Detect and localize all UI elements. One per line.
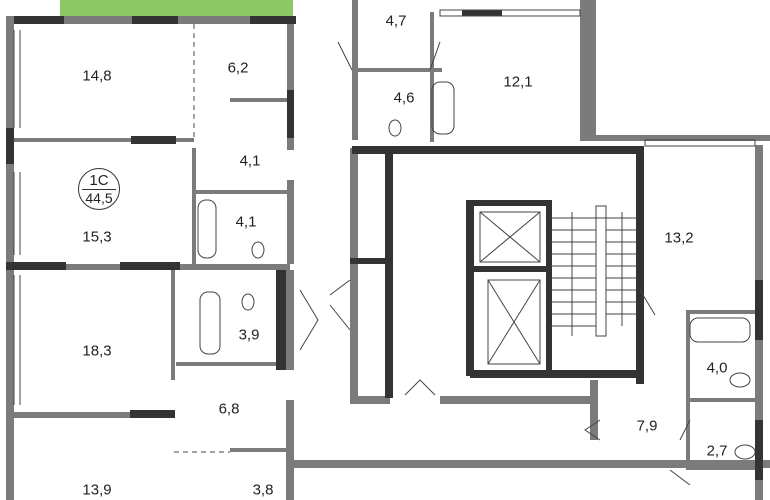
room-area-label: 18,3: [82, 342, 112, 360]
room-area-label: 2,7: [706, 442, 728, 460]
room-area-label: 6,8: [218, 400, 240, 418]
apartment-total-area: 44,5: [85, 190, 113, 206]
room-area-label: 13,9: [82, 481, 112, 499]
room-area-label: 14,8: [82, 67, 112, 85]
room-area-label: 6,2: [227, 59, 249, 77]
room-area-label: 4,6: [393, 89, 415, 107]
room-area-label: 3,9: [238, 326, 260, 344]
apartment-badge: 1С 44,5: [78, 168, 120, 210]
balcony-highlight: [60, 0, 293, 16]
room-area-label: 3,8: [252, 481, 274, 499]
room-area-label: 15,3: [82, 228, 112, 246]
apartment-type: 1С: [82, 173, 116, 190]
room-area-label: 7,9: [636, 417, 658, 435]
room-area-label: 4,1: [235, 213, 257, 231]
room-area-label: 4,0: [706, 359, 728, 377]
room-area-label: 4,7: [385, 12, 407, 30]
room-area-label: 4,1: [239, 152, 261, 170]
room-area-label: 13,2: [664, 229, 694, 247]
room-area-label: 12,1: [503, 73, 533, 91]
